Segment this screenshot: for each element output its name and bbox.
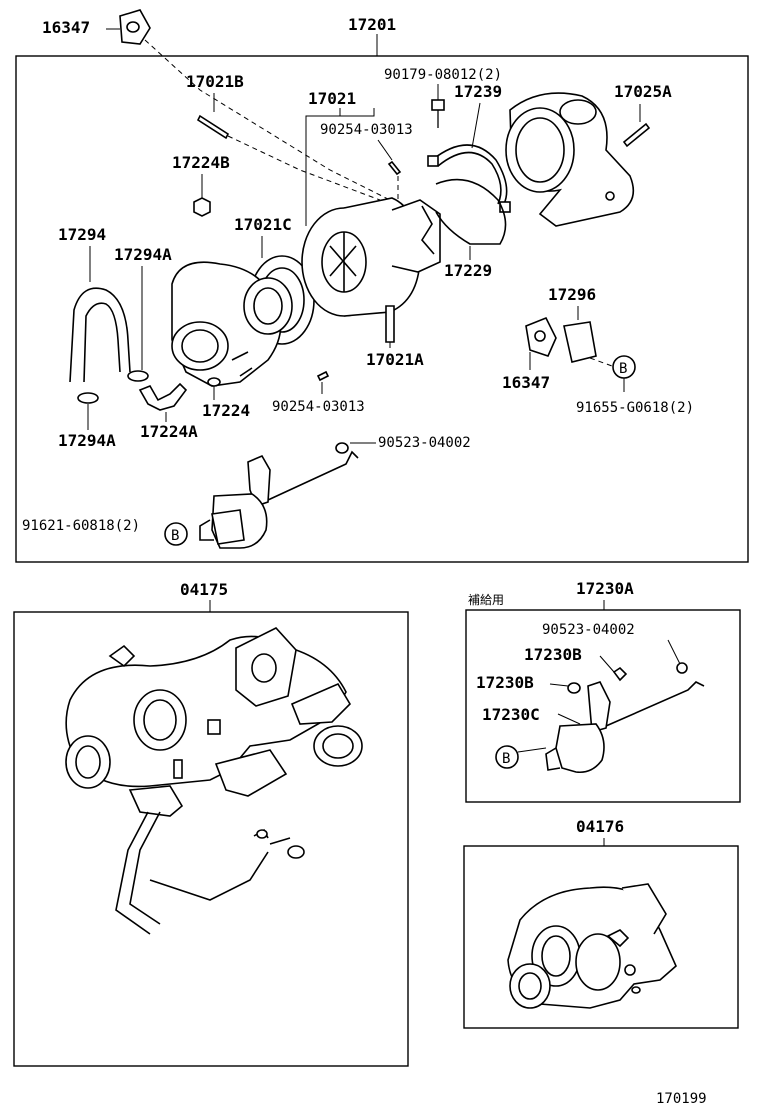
part-16347-gasket-top: 16347 [42,9,391,201]
part-17296-plate: 17296 16347 [502,285,613,392]
part-label-90523-top: 90523-04002 [378,435,471,451]
part-17025A-stud: 17025A [614,82,672,148]
part-label-90254-top: 90254-03013 [320,122,413,138]
part-17239-clamp: 17239 [427,82,511,213]
assembly-04175-frame [13,611,409,1067]
part-label-17224: 17224 [202,401,250,420]
part-label-17296: 17296 [548,285,596,304]
part-label-90523-right: 90523-04002 [542,622,635,638]
part-label-17294A-bottom: 17294A [58,431,116,450]
part-label-91621: 91621-60818(2) [22,518,140,534]
part-17294-hose: 17294 [58,225,131,383]
part-label-17224B: 17224B [172,153,230,172]
part-label-17239: 17239 [454,82,502,101]
supply-note: 補給用 [468,593,504,607]
assembly-17230A-section: 17230A 補給用 90523-04002 17230B 17230B 172… [465,579,741,803]
part-wastegate-actuator-main: 90523-04002 B 91621-60818(2) [22,435,471,549]
part-label-17294: 17294 [58,225,106,244]
part-17294A-clamp: 17294A 17294A [58,245,172,450]
part-label-17021A: 17021A [366,350,424,369]
assembly-04175-section: 04175 [13,580,409,1067]
part-90254-pin-top: 90254-03013 [320,122,413,200]
reference-b-2-label: B [171,528,179,544]
part-label-04176: 04176 [576,817,624,836]
part-17021-callout: 17021 [305,89,375,226]
part-label-17230B-b: 17230B [476,673,534,692]
part-label-17230B-a: 17230B [524,645,582,664]
part-label-17201: 17201 [348,15,396,34]
part-label-16347-top: 16347 [42,18,90,37]
assembly-04176-section: 04176 [463,817,739,1029]
reference-b-1-label: B [619,361,627,377]
part-label-17021: 17021 [308,89,356,108]
part-label-91655: 91655-G0618(2) [576,400,694,416]
reference-b-3-label: B [502,751,510,767]
part-label-16347-right: 16347 [502,373,550,392]
part-label-17230A: 17230A [576,579,634,598]
part-compressor-housing [171,261,293,387]
part-90179-bolt: 90179-08012(2) [384,67,502,128]
part-label-90179: 90179-08012(2) [384,67,502,83]
part-center-core [301,197,441,317]
part-90254-pin-bottom: 90254-03013 [272,370,365,415]
part-label-17230C: 17230C [482,705,540,724]
part-17224A-union: 17224A [138,382,198,441]
part-17021A-stud: 17021A [366,305,424,369]
part-label-17025A: 17025A [614,82,672,101]
part-label-17229: 17229 [444,261,492,280]
part-17229-gasket: 17229 [435,178,507,280]
assembly-17201-section: 17201 [15,15,749,563]
part-17224B-nut: 17224B [172,153,230,217]
assembly-17230A-frame [465,609,741,803]
part-label-04175: 04175 [180,580,228,599]
reference-marker-b-1: B 91655-G0618(2) [576,355,694,416]
part-label-17021B: 17021B [186,72,244,91]
part-label-17021C: 17021C [234,215,292,234]
assembly-04176-frame [463,845,739,1029]
part-label-90254-bottom: 90254-03013 [272,399,365,415]
part-turbine-housing [505,92,635,227]
figure-id: 170199 [656,1091,707,1107]
part-17224-gasket: 17224 [202,377,250,420]
assembly-17201-frame [15,55,749,563]
part-17021B-stud: 17021B [186,72,381,201]
part-label-17294A: 17294A [114,245,172,264]
part-label-17224A: 17224A [140,422,198,441]
